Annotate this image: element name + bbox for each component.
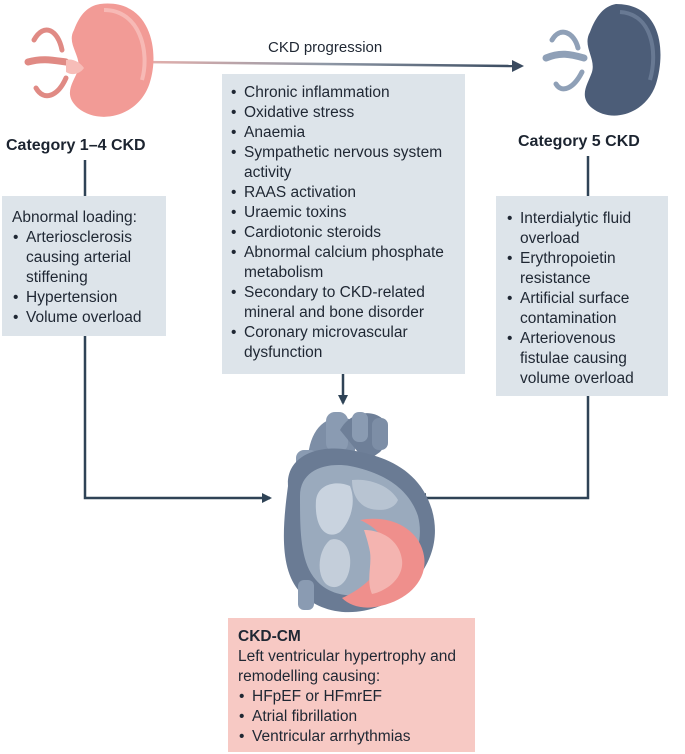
list-item: Interdialytic fluid overload bbox=[506, 209, 662, 249]
right-to-heart-arrow bbox=[416, 396, 590, 503]
list-item: Coronary microvascular dysfunction bbox=[230, 323, 459, 363]
list-item: Sympathetic nervous system activity bbox=[230, 143, 459, 183]
list-item: Anaemia bbox=[230, 123, 459, 143]
list-item: RAAS activation bbox=[230, 183, 459, 203]
diseased-kidney-icon bbox=[542, 4, 661, 116]
heart-illustration-icon bbox=[283, 412, 435, 613]
right-category-title: Category 5 CKD bbox=[518, 133, 640, 150]
left-to-heart-arrow bbox=[83, 336, 272, 503]
left-factors-list: Arteriosclerosis causing arterial stiffe… bbox=[12, 228, 160, 328]
left-category-title: Category 1–4 CKD bbox=[6, 137, 146, 154]
left-factors-box: Abnormal loading: Arteriosclerosis causi… bbox=[2, 196, 166, 336]
center-mechanisms-list: Chronic inflammation Oxidative stress An… bbox=[230, 83, 459, 363]
outcome-box: CKD-CM Left ventricular hypertrophy and … bbox=[228, 618, 475, 752]
progression-arrow bbox=[139, 60, 524, 72]
list-item: Chronic inflammation bbox=[230, 83, 459, 103]
progression-label: CKD progression bbox=[268, 39, 383, 56]
list-item: Arteriosclerosis causing arterial stiffe… bbox=[12, 228, 160, 288]
list-item: Atrial fibrillation bbox=[238, 707, 469, 727]
healthy-kidney-icon bbox=[24, 3, 154, 117]
outcome-title: CKD-CM bbox=[238, 628, 301, 645]
list-item: Volume overload bbox=[12, 308, 160, 328]
list-item: Cardiotonic steroids bbox=[230, 223, 459, 243]
list-item: Secondary to CKD-related mineral and bon… bbox=[230, 283, 459, 323]
list-item: Oxidative stress bbox=[230, 103, 459, 123]
list-item: Abnormal calcium phosphate metabolism bbox=[230, 243, 459, 283]
list-item: Erythropoietin resistance bbox=[506, 249, 662, 289]
outcome-list: HFpEF or HFmrEF Atrial fibrillation Vent… bbox=[238, 687, 469, 747]
list-item: Ventricular arrhythmias bbox=[238, 727, 469, 747]
list-item: Hypertension bbox=[12, 288, 160, 308]
outcome-lead: Left ventricular hypertrophy and remodel… bbox=[238, 648, 456, 685]
left-box-lead: Abnormal loading: bbox=[12, 209, 137, 226]
right-factors-box: Interdialytic fluid overload Erythropoie… bbox=[496, 196, 668, 396]
right-factors-list: Interdialytic fluid overload Erythropoie… bbox=[506, 209, 662, 389]
list-item: HFpEF or HFmrEF bbox=[238, 687, 469, 707]
list-item: Uraemic toxins bbox=[230, 203, 459, 223]
center-mechanisms-box: Chronic inflammation Oxidative stress An… bbox=[222, 74, 465, 374]
list-item: Artificial surface contamination bbox=[506, 289, 662, 329]
list-item: Arteriovenous fistulae causing volume ov… bbox=[506, 329, 662, 389]
